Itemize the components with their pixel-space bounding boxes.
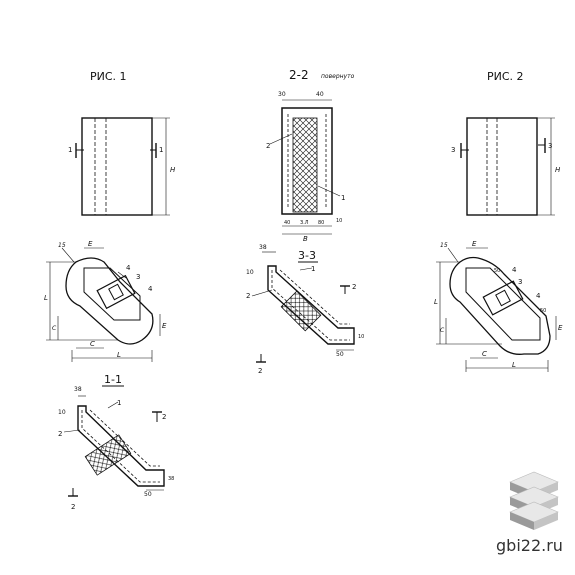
fig2-l-bottom: L — [512, 361, 516, 369]
fig2-e-top: E — [472, 240, 477, 248]
section-2-2-title: 2-2 — [289, 68, 309, 82]
sec22-label-1: 1 — [341, 194, 345, 202]
fig1-r15: 15 — [58, 242, 66, 249]
stacked-slabs-icon — [509, 471, 559, 530]
fig1-e-top: E — [88, 240, 93, 248]
fig1-title: РИС. 1 — [90, 70, 127, 83]
sec11-d38: 38 — [74, 386, 82, 393]
sec33-d50: 50 — [336, 351, 344, 358]
fig2-cut-right: 3 — [548, 142, 552, 150]
sec22-bottom-2: З.Л — [300, 220, 309, 226]
fig1-plan: L L C C E E 15 4 3 4 — [44, 240, 167, 362]
section-2-2-note: повернуто — [321, 73, 355, 80]
sec22-top-left: 30 — [278, 91, 286, 98]
fig2-d50: 50 — [494, 268, 500, 274]
fig1-elevation: H 1 1 — [68, 117, 176, 216]
fig2-plan: L L C C E E 15 50 4 3 4 50 — [434, 240, 563, 372]
sec11-d38b: 38 — [168, 476, 174, 482]
fig2-cut-left: 3 — [451, 146, 455, 154]
site-logo-text[interactable]: gbi22.ru — [496, 536, 563, 555]
fig2-n4: 4 — [512, 266, 517, 274]
sec11-d50: 50 — [144, 491, 152, 498]
fig1-n4: 4 — [126, 264, 131, 272]
fig2-d50b: 50 — [540, 308, 546, 314]
sec11-label-2: 2 — [58, 430, 62, 438]
section-2-2-insulation — [292, 117, 318, 213]
fig1-l-left: L — [44, 294, 48, 302]
fig2-c-left: C — [440, 327, 445, 334]
sec11-d10: 10 — [58, 409, 66, 416]
sec22-label-2: 2 — [266, 142, 270, 150]
fig1-c-left: C — [52, 325, 57, 332]
sec11-label-1: 1 — [117, 399, 121, 407]
fig1-cut-left: 1 — [68, 146, 72, 154]
sec33-label-2: 2 — [246, 292, 250, 300]
fig2-title: РИС. 2 — [487, 70, 524, 83]
fig2-n4b: 4 — [536, 292, 541, 300]
sec22-side: 10 — [336, 218, 342, 224]
fig1-cut-right: 1 — [159, 146, 163, 154]
fig2-n3: 3 — [518, 278, 522, 286]
fig2-l-left: L — [434, 298, 438, 306]
fig1-height-label: H — [170, 166, 176, 174]
sec22-bottom-1: 40 — [284, 220, 290, 226]
section-3-3-title: 3-3 — [298, 249, 316, 262]
fig1-c-bottom: C — [90, 340, 95, 348]
sec33-d38: 38 — [259, 244, 267, 251]
fig1-n4b: 4 — [148, 285, 153, 293]
sec33-cut-2: 2 — [352, 283, 356, 291]
fig1-e-right: E — [162, 322, 167, 330]
fig1-l-bottom: L — [117, 351, 121, 359]
sec22-bottom-3: 80 — [318, 220, 324, 226]
fig1-n3: 3 — [136, 273, 140, 281]
section-1-1-title: 1-1 — [104, 373, 122, 386]
sec33-label-1: 1 — [311, 265, 315, 273]
sec33-cut-2b: 2 — [258, 367, 262, 375]
fig2-height-label: H — [555, 166, 561, 174]
sec33-d10b: 10 — [358, 334, 364, 340]
sec11-cut-2b: 2 — [71, 503, 75, 511]
section-3-3: 38 10 1 2 2 2 50 10 — [246, 244, 364, 375]
fig2-e-right: E — [558, 324, 563, 332]
section-1-1-insulation — [84, 434, 132, 476]
section-3-3-insulation — [280, 290, 322, 332]
sec11-cut-2: 2 — [162, 413, 166, 421]
sec22-top-right: 40 — [316, 91, 324, 98]
fig2-c-bottom: C — [482, 350, 487, 358]
fig2-r15: 15 — [440, 242, 448, 249]
fig2-elevation: H 3 3 — [451, 117, 561, 216]
sec33-d10: 10 — [246, 269, 254, 276]
sec22-bottom-b: B — [303, 235, 308, 243]
section-2-2: 30 40 2 1 40 З.Л 80 B 10 — [266, 91, 345, 243]
section-1-1: 38 10 1 2 2 2 50 38 — [58, 386, 174, 511]
